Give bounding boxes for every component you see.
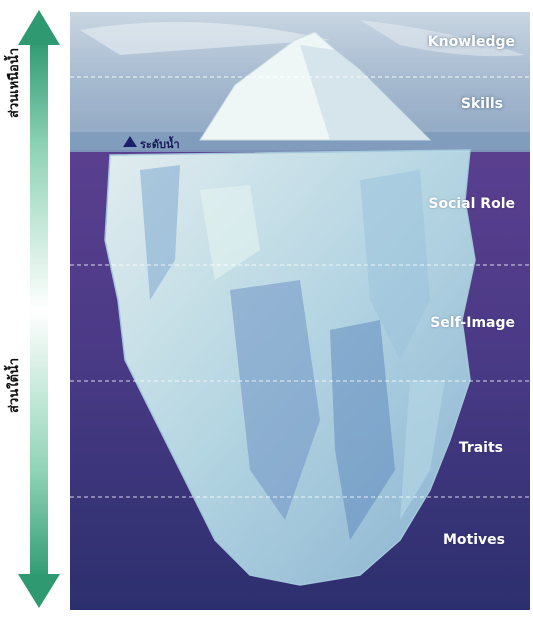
layer-label-social-role: Social Role (428, 196, 515, 212)
depth-arrow-shaft (30, 40, 48, 580)
layer-label-traits: Traits (459, 440, 503, 456)
depth-arrow-head-up (18, 10, 60, 45)
layer-label-self-image: Self-Image (430, 315, 515, 331)
depth-arrow-head-down (18, 574, 60, 608)
below-water-label: ส่วนใต้น้ำ (4, 320, 24, 450)
waterline-label: ระดับน้ำ (140, 135, 180, 153)
layer-label-knowledge: Knowledge (428, 34, 515, 50)
layer-label-motives: Motives (443, 532, 505, 548)
waterline-marker (123, 136, 137, 147)
layer-label-skills: Skills (461, 96, 503, 112)
above-water-label: ส่วนเหนือน้ำ (4, 28, 24, 138)
